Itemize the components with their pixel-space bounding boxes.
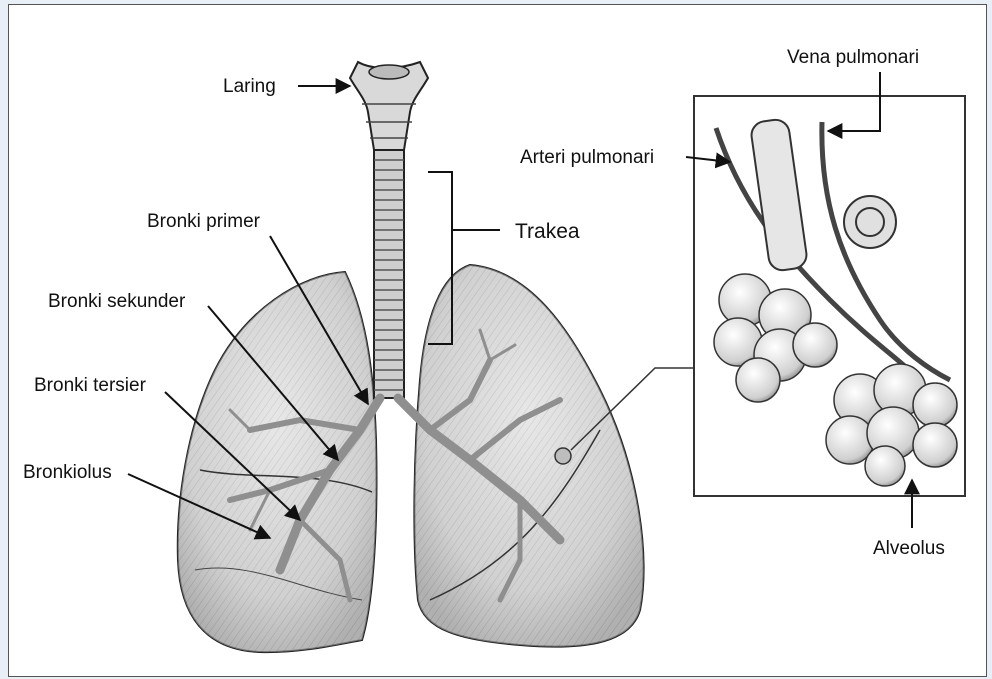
label-vena-pulmonari: Vena pulmonari: [787, 48, 919, 67]
trachea: [374, 150, 404, 398]
label-bronki-primer: Bronki primer: [147, 212, 260, 231]
label-arteri-pulmonari: Arteri pulmonari: [520, 148, 654, 167]
larynx: [350, 62, 428, 150]
label-alveolus: Alveolus: [873, 539, 945, 558]
right-lung: [414, 265, 643, 647]
label-bronkiolus: Bronkiolus: [23, 463, 112, 482]
lung-alveolus-spot: [555, 448, 571, 464]
label-trakea: Trakea: [515, 221, 580, 242]
label-laring: Laring: [223, 77, 276, 96]
label-bronki-sekunder: Bronki sekunder: [48, 292, 185, 311]
label-bronki-tersier: Bronki tersier: [34, 376, 146, 395]
